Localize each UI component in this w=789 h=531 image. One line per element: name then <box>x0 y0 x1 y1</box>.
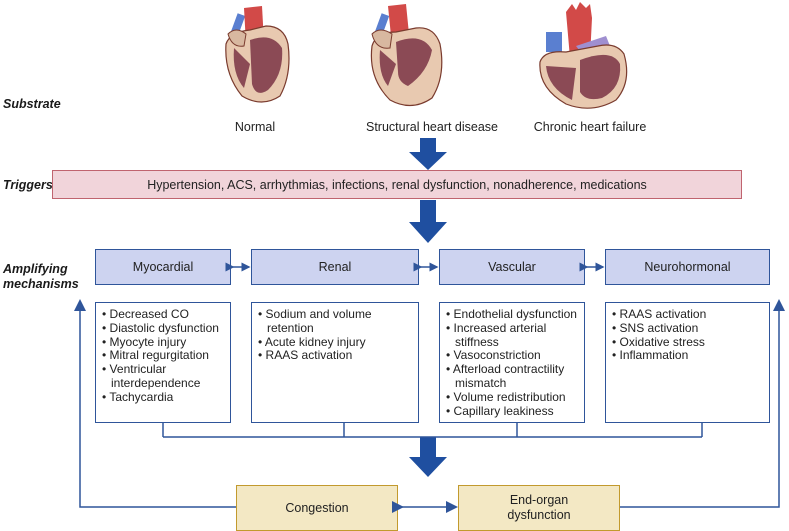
amplifying-label-line1: Amplifying <box>3 262 68 276</box>
list-item: Endothelial dysfunction <box>446 307 578 322</box>
list-item: Increased arterial stiffness <box>446 321 573 350</box>
heart-label-normal: Normal <box>234 120 276 134</box>
list-item: Acute kidney injury <box>258 335 412 350</box>
normal-heart-icon <box>225 6 290 103</box>
list-item: Vasoconstriction <box>446 349 578 363</box>
mechanism-title: Myocardial <box>132 260 194 274</box>
mechanism-header-myocardial: Myocardial <box>95 249 231 285</box>
list-item: Diastolic dysfunction <box>102 321 224 336</box>
amplifying-label-line2: mechanisms <box>3 277 79 291</box>
mechanism-header-neurohormonal: Neurohormonal <box>605 249 770 285</box>
chronic-heart-failure-icon <box>539 2 628 109</box>
end-organ-dysfunction-box: End-organ dysfunction <box>458 485 620 531</box>
down-arrow-substrate-to-triggers <box>409 138 447 170</box>
end-organ-label-line1: End-organ <box>509 493 569 507</box>
list-item: Sodium and volume retention <box>258 307 397 336</box>
mechanism-title: Renal <box>318 260 352 274</box>
triggers-box: Hypertension, ACS, arrhythmias, infectio… <box>52 170 742 199</box>
mechanism-title: Neurohormonal <box>644 260 731 274</box>
congestion-box: Congestion <box>236 485 398 531</box>
list-item: Decreased CO <box>102 307 224 322</box>
list-item: Capillary leakiness <box>446 404 578 419</box>
feedback-arrow-left <box>74 299 236 508</box>
triggers-label: Triggers <box>3 178 53 192</box>
mechanism-header-renal: Renal <box>251 249 419 285</box>
list-item: RAAS activation <box>258 349 412 363</box>
list-item: RAAS activation <box>612 307 763 322</box>
mechanism-list-renal: Sodium and volume retention Acute kidney… <box>251 302 419 423</box>
mechanism-list-neurohormonal: RAAS activation SNS activation Oxidative… <box>605 302 770 423</box>
mechanism-title: Vascular <box>488 260 536 274</box>
list-item: Ventricular interdependence <box>102 362 224 391</box>
down-arrow-triggers-to-mechanisms <box>409 200 447 243</box>
list-item: Tachycardia <box>102 390 224 405</box>
end-organ-label-line2: dysfunction <box>507 508 571 522</box>
structural-heart-disease-icon <box>370 4 443 107</box>
list-item: Oxidative stress <box>612 335 763 350</box>
list-item: Myocyte injury <box>102 335 224 350</box>
congestion-label: Congestion <box>285 500 349 515</box>
substrate-label: Substrate <box>3 97 61 111</box>
mechanism-list-myocardial: Decreased CO Diastolic dysfunction Myocy… <box>95 302 231 423</box>
list-item: Inflammation <box>612 349 763 363</box>
list-item: Volume redistribution <box>446 390 578 405</box>
heart-label-structural: Structural heart disease <box>365 120 498 134</box>
mechanism-header-vascular: Vascular <box>439 249 585 285</box>
down-arrow-mechanisms-to-outcomes <box>409 437 447 477</box>
merge-bracket <box>162 423 703 438</box>
heart-label-chronic: Chronic heart failure <box>533 120 647 134</box>
feedback-arrow-right <box>620 299 785 508</box>
list-item: Mitral regurgitation <box>102 349 224 363</box>
list-item: Afterload contractility mismatch <box>446 362 578 391</box>
triggers-text: Hypertension, ACS, arrhythmias, infectio… <box>147 177 647 192</box>
list-item: SNS activation <box>612 321 763 336</box>
mechanism-list-vascular: Endothelial dysfunction Increased arteri… <box>439 302 585 423</box>
